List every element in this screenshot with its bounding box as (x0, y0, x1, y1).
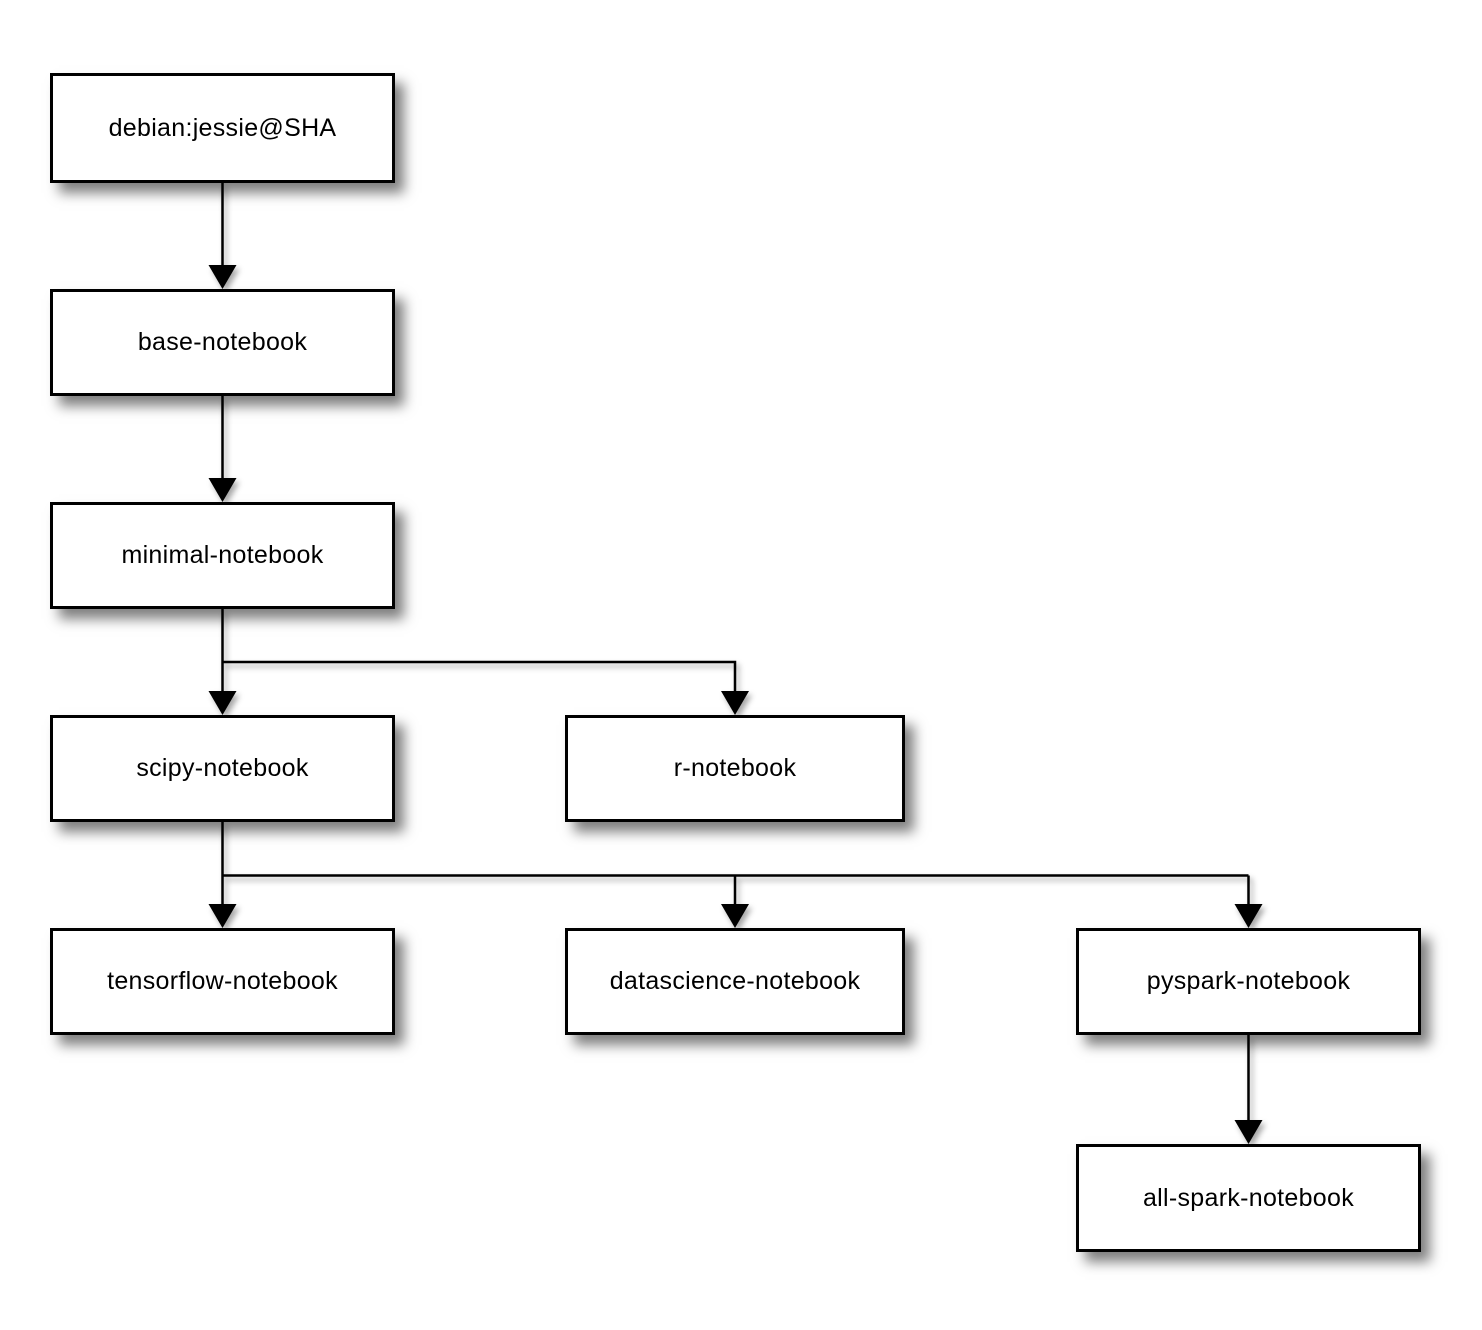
node-all-spark-notebook: all-spark-notebook (1076, 1144, 1421, 1252)
node-minimal-notebook: minimal-notebook (50, 502, 395, 609)
arrowhead-icon (721, 691, 749, 715)
node-label: scipy-notebook (136, 754, 309, 782)
node-label: all-spark-notebook (1142, 1183, 1355, 1212)
arrowhead-icon (1234, 904, 1263, 928)
node-tensorflow-notebook: tensorflow-notebook (50, 928, 395, 1035)
node-label: r-notebook (673, 754, 797, 782)
arrowhead-icon (208, 478, 237, 502)
node-r-notebook: r-notebook (565, 715, 905, 822)
node-scipy-notebook: scipy-notebook (50, 715, 395, 822)
arrowhead-icon (208, 904, 237, 928)
node-label: debian:jessie@SHA (108, 113, 337, 142)
node-label: tensorflow-notebook (107, 967, 338, 995)
node-debian-jessie: debian:jessie@SHA (50, 73, 395, 183)
node-pyspark-notebook: pyspark-notebook (1076, 928, 1421, 1035)
arrowhead-icon (208, 691, 237, 715)
node-datascience-notebook: datascience-notebook (565, 928, 905, 1035)
arrowhead-icon (721, 904, 749, 928)
arrowhead-icon (1234, 1120, 1263, 1144)
node-label: minimal-notebook (121, 541, 324, 569)
edge-minimal-to-r (222, 660, 737, 695)
node-base-notebook: base-notebook (50, 289, 395, 396)
arrowhead-icon (208, 265, 237, 289)
node-label: base-notebook (137, 328, 308, 356)
node-label: datascience-notebook (609, 967, 861, 995)
node-label: pyspark-notebook (1146, 967, 1351, 995)
